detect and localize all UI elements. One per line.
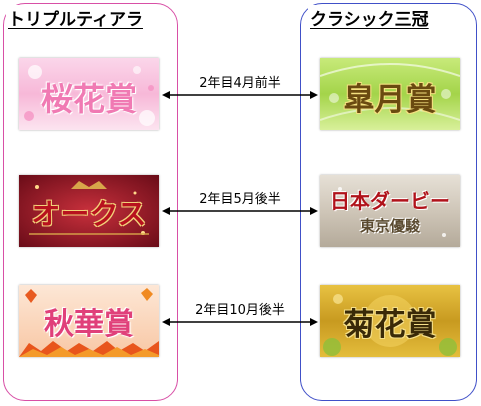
triple-tiara-group: [3, 3, 178, 401]
classic-triple-crown-title: クラシック三冠: [308, 5, 431, 35]
timing-label-row3: 2年目10月後半: [195, 303, 285, 318]
satsuki-sho-badge: 皐月賞: [320, 58, 460, 130]
tiara-background-icon: [19, 175, 159, 247]
oaks-badge: オークス: [19, 175, 159, 247]
tokyo-yushun-sublabel: 東京優駿: [359, 217, 420, 235]
shuka-sho-label: 秋華賞: [44, 307, 134, 342]
timing-label-row2: 2年目5月後半: [199, 192, 281, 207]
kikka-sho-badge: 菊花賞: [320, 285, 460, 357]
classic-triple-crown-group: [300, 3, 477, 401]
kikka-sho-label: 菊花賞: [343, 307, 437, 343]
triple-tiara-title: トリプルティアラ: [6, 5, 145, 35]
chrysanthemum-background-icon: [320, 285, 460, 357]
timing-label-row1: 2年目4月前半: [199, 76, 281, 91]
satsuki-sho-label: 皐月賞: [343, 82, 437, 118]
japanese-derby-label: 日本ダービー: [330, 189, 450, 213]
ouka-sho-badge: 桜花賞: [19, 58, 159, 130]
oaks-label: オークス: [31, 197, 147, 231]
shuka-sho-badge: 秋華賞: [19, 285, 159, 357]
silver-background-icon: [320, 175, 460, 247]
japanese-derby-badge: 日本ダービー 東京優駿: [320, 175, 460, 247]
autumn-leaves-background-icon: [19, 285, 159, 357]
cherry-blossom-background-icon: [19, 58, 159, 130]
ouka-sho-label: 桜花賞: [40, 80, 137, 118]
green-background-icon: [320, 58, 460, 130]
